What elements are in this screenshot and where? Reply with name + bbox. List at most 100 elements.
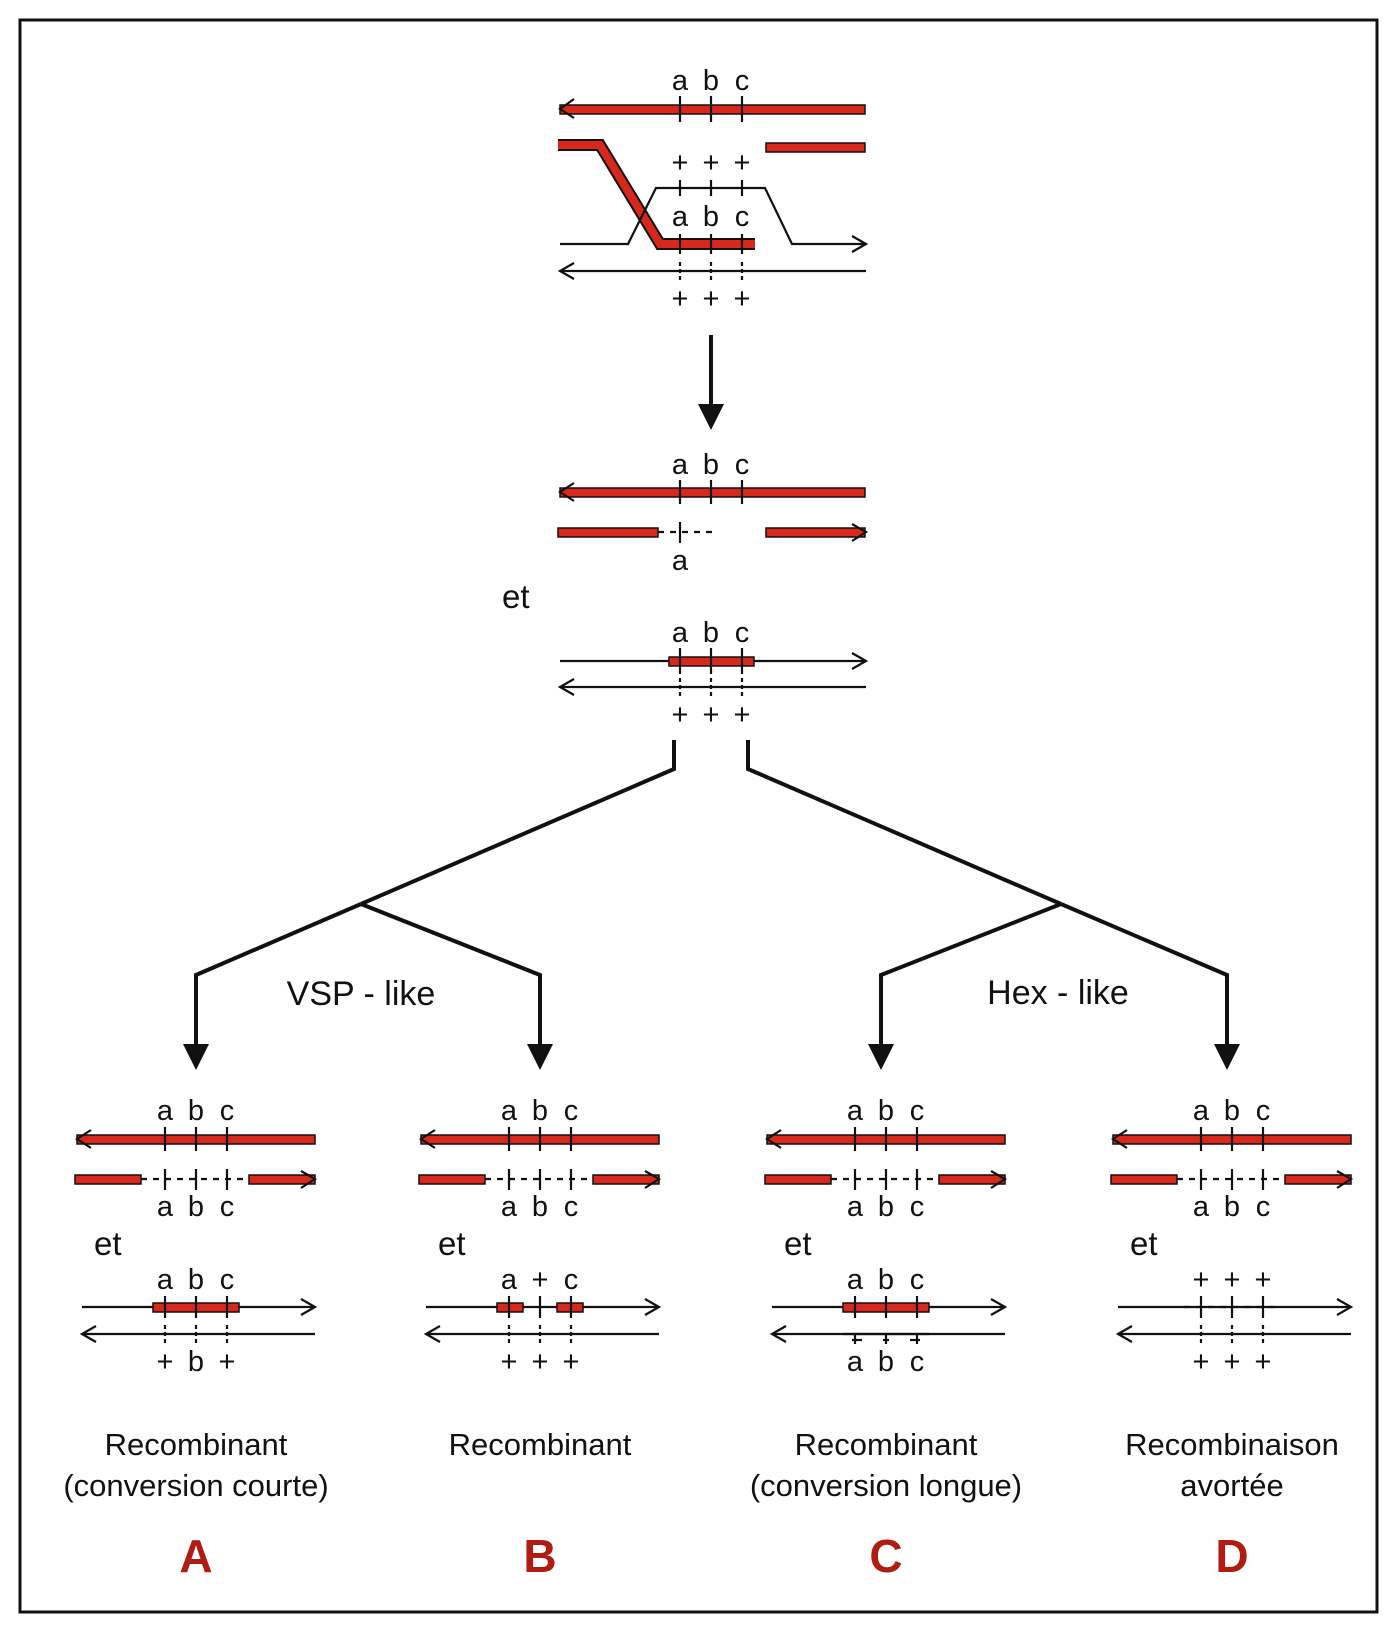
outcome-top-label: b xyxy=(878,1095,894,1127)
outcome-lower2-label: + xyxy=(157,1346,174,1378)
outcome-upper2-label: a xyxy=(847,1264,864,1296)
outcome-et: et xyxy=(1130,1225,1158,1262)
mid-gap-label: a xyxy=(672,545,689,577)
outcome-upper2-label: + xyxy=(1224,1264,1241,1296)
mid-et: et xyxy=(502,578,530,615)
mid-lower-label-a: a xyxy=(672,617,689,649)
outcome-caption: Recombinant xyxy=(105,1427,288,1462)
outcome-lower2-label: + xyxy=(1255,1346,1272,1378)
outcome-lower2-label: + xyxy=(1224,1346,1241,1378)
outcome-lower2-label: + xyxy=(1193,1346,1210,1378)
outcome-upper2-label: + xyxy=(532,1264,549,1296)
top-strand-1 xyxy=(559,104,866,115)
top-label-c: c xyxy=(735,65,750,97)
outcome-upper2-label: b xyxy=(188,1264,204,1296)
outcome-letter: D xyxy=(1215,1530,1248,1582)
mid-lower-label-b: b xyxy=(703,617,719,649)
outcome-mid-label: a xyxy=(501,1191,518,1223)
top-plus-1b: + xyxy=(703,147,720,179)
outcome-lower2-label: + xyxy=(563,1346,580,1378)
outcome-letter: B xyxy=(523,1530,556,1582)
branch-label-hex: Hex - like xyxy=(987,974,1129,1012)
mid-label-c: c xyxy=(735,449,750,481)
mid-lower-plus-c: + xyxy=(734,699,751,731)
outcome-lower2-label: c xyxy=(910,1346,925,1378)
top-panel: a b c + + + a b c + xyxy=(557,65,869,315)
outcome-upper2-label: a xyxy=(157,1264,174,1296)
top-hd-label-c: c xyxy=(735,201,750,233)
mid-lower-label-c: c xyxy=(735,617,750,649)
outcome-upper2-label: c xyxy=(910,1264,925,1296)
outcome-et: et xyxy=(438,1225,466,1262)
top-strand-1-arrow xyxy=(558,98,575,119)
outcome-letter: A xyxy=(179,1530,212,1582)
outcome-mid-label: c xyxy=(1256,1191,1271,1223)
outcome-mid-label: b xyxy=(188,1191,204,1223)
top-plus-2a: + xyxy=(672,283,689,315)
outcome-lower2-label: b xyxy=(188,1346,204,1378)
outcome-et: et xyxy=(94,1225,122,1262)
top-plus-1c: + xyxy=(734,147,751,179)
figure-frame xyxy=(18,18,1379,1614)
mid-label-b: b xyxy=(703,449,719,481)
outcome-caption-detail: (conversion courte) xyxy=(63,1468,328,1503)
outcome-upper2-label: c xyxy=(220,1264,235,1296)
outcome-mid-label: c xyxy=(220,1191,235,1223)
outcome-top-label: a xyxy=(847,1095,864,1127)
outcome-caption-detail: (conversion longue) xyxy=(750,1468,1022,1503)
branch-label-vsp: VSP - like xyxy=(287,975,436,1013)
outcome-et: et xyxy=(784,1225,812,1262)
outcome-caption: Recombinaison xyxy=(1125,1427,1339,1462)
outcome-lower2-label: + xyxy=(532,1346,549,1378)
outcome-caption: Recombinant xyxy=(449,1427,632,1462)
outcome-top-label: c xyxy=(910,1095,925,1127)
mid-lower-plus-b: + xyxy=(703,699,720,731)
outcome-mid-label: a xyxy=(847,1191,864,1223)
outcome-upper2-label: + xyxy=(1255,1264,1272,1296)
outcome-lower2-label: b xyxy=(878,1346,894,1378)
outcome-mid-label: c xyxy=(910,1191,925,1223)
outcome-caption-detail: avortée xyxy=(1180,1468,1283,1503)
outcome-upper2-label: a xyxy=(501,1264,518,1296)
outcome-top-label: a xyxy=(157,1095,174,1127)
outcome-upper2-label: c xyxy=(564,1264,579,1296)
outcome-top-label: c xyxy=(1256,1095,1271,1127)
top-plus-2b: + xyxy=(703,283,720,315)
middle-panel: a b c a et a b c + + + xyxy=(502,449,869,731)
top-plus-2c: + xyxy=(734,283,751,315)
outcome-top-label: b xyxy=(532,1095,548,1127)
outcome-mid-label: c xyxy=(564,1191,579,1223)
top-red-crossover xyxy=(558,139,755,250)
top-hd-label-a: a xyxy=(672,201,689,233)
outcome-mid-label: b xyxy=(532,1191,548,1223)
outcome-lower2-label: + xyxy=(219,1346,236,1378)
outcome-top-label: a xyxy=(1193,1095,1210,1127)
mid-label-a: a xyxy=(672,449,689,481)
outcome-mid-label: a xyxy=(1193,1191,1210,1223)
outcome-mid-label: a xyxy=(157,1191,174,1223)
top-plus-1a: + xyxy=(672,147,689,179)
outcome-upper2-label: b xyxy=(878,1264,894,1296)
outcome-top-label: b xyxy=(1224,1095,1240,1127)
mid-lower-plus-a: + xyxy=(672,699,689,731)
outcome-top-label: c xyxy=(564,1095,579,1127)
outcome-top-label: b xyxy=(188,1095,204,1127)
outcome-upper2-label: + xyxy=(1193,1264,1210,1296)
top-strand-2-right xyxy=(765,142,866,153)
outcome-mid-label: b xyxy=(878,1191,894,1223)
top-label-a: a xyxy=(672,65,689,97)
outcome-top-label: a xyxy=(501,1095,518,1127)
branch-tree: VSP - like Hex - like xyxy=(183,740,1240,1070)
outcome-lower2-label: a xyxy=(847,1346,864,1378)
top-label-b: b xyxy=(703,65,719,97)
outcome-mid-label: b xyxy=(1224,1191,1240,1223)
outcome-lower2-label: + xyxy=(501,1346,518,1378)
outcome-caption: Recombinant xyxy=(795,1427,978,1462)
outcome-top-label: c xyxy=(220,1095,235,1127)
